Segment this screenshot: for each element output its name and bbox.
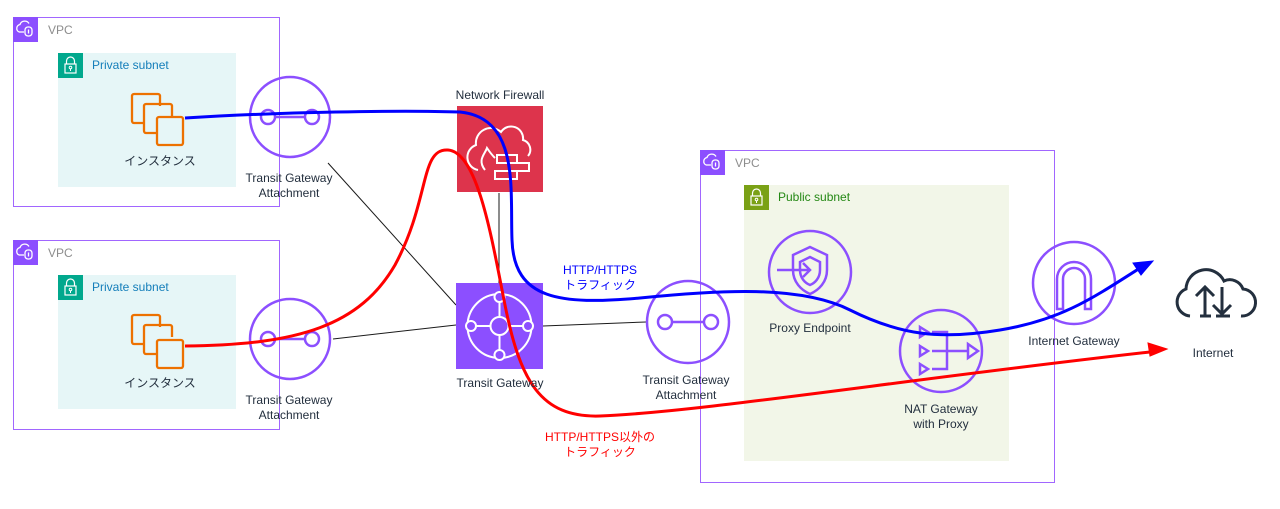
- internet-cloud-icon: [1175, 268, 1257, 318]
- tgw-attachment-icon-1: [248, 75, 332, 159]
- label-line2: with Proxy: [913, 417, 969, 431]
- subnet-label: Private subnet: [92, 58, 169, 72]
- label-line2: Attachment: [258, 408, 320, 422]
- label-line1: HTTP/HTTPS以外の: [545, 430, 655, 444]
- internet-gateway-label: Internet Gateway: [1028, 334, 1120, 348]
- connector-tgw-tgwa3: [542, 321, 647, 327]
- http-arrowhead: [1132, 260, 1155, 276]
- label-line1: Transit Gateway: [642, 373, 730, 387]
- proxy-endpoint-icon: [767, 229, 853, 315]
- tgw-attachment-label-1: Transit Gateway Attachment: [230, 171, 348, 201]
- connector-tgwa1-tgw: [327, 162, 457, 306]
- vpc-label: VPC: [48, 23, 73, 37]
- vpc-cloud-icon: [13, 17, 38, 42]
- transit-gateway-icon: [456, 283, 543, 369]
- vpc-2: VPC Private subnet: [13, 240, 280, 430]
- network-firewall-icon: [457, 106, 543, 192]
- label-line1: NAT Gateway: [904, 402, 978, 416]
- vpc-cloud-icon: [13, 240, 38, 265]
- label-line2: Attachment: [655, 388, 717, 402]
- proxy-endpoint-label: Proxy Endpoint: [769, 321, 851, 335]
- lock-icon: [744, 185, 769, 210]
- lock-icon: [58, 275, 83, 300]
- instance-label-1: インスタンス: [124, 154, 196, 168]
- internet-gateway-icon: [1031, 240, 1117, 326]
- http-flow-line: [184, 109, 1141, 337]
- nat-gateway-label: NAT Gateway with Proxy: [881, 402, 1001, 432]
- private-subnet-2: Private subnet: [58, 275, 236, 409]
- label-line1: HTTP/HTTPS: [563, 263, 637, 277]
- tgw-attachment-label-2: Transit Gateway Attachment: [230, 393, 348, 423]
- label-line1: Transit Gateway: [245, 393, 333, 407]
- instance-label-2: インスタンス: [124, 376, 196, 390]
- label-line2: トラフィック: [564, 445, 636, 459]
- vpc-cloud-icon: [700, 150, 725, 175]
- label-line2: トラフィック: [564, 278, 636, 292]
- non-http-flow-label: HTTP/HTTPS以外の トラフィック: [535, 430, 665, 460]
- private-subnet-1: Private subnet: [58, 53, 236, 187]
- vpc-label: VPC: [735, 156, 760, 170]
- label-line1: Transit Gateway: [245, 171, 333, 185]
- http-flow-label: HTTP/HTTPS トラフィック: [540, 263, 660, 293]
- lock-icon: [58, 53, 83, 78]
- label-line2: Attachment: [258, 186, 320, 200]
- non-http-flow-line: [184, 148, 1151, 418]
- subnet-label: Public subnet: [778, 190, 851, 204]
- connector-tgwa2-tgw: [332, 324, 457, 340]
- internet-label: Internet: [1192, 346, 1234, 360]
- vpc-label: VPC: [48, 246, 73, 260]
- ec2-instances-icon-1: [130, 92, 185, 147]
- vpc-1: VPC Private subnet: [13, 17, 280, 207]
- subnet-label: Private subnet: [92, 280, 169, 294]
- tgw-attachment-icon-3: [645, 279, 731, 365]
- tgw-attachment-icon-2: [248, 297, 332, 381]
- non-http-arrowhead: [1147, 342, 1169, 357]
- tgw-attachment-label-3: Transit Gateway Attachment: [627, 373, 745, 403]
- network-firewall-label: Network Firewall: [455, 88, 545, 102]
- ec2-instances-icon-2: [130, 313, 185, 370]
- transit-gateway-label: Transit Gateway: [456, 376, 544, 390]
